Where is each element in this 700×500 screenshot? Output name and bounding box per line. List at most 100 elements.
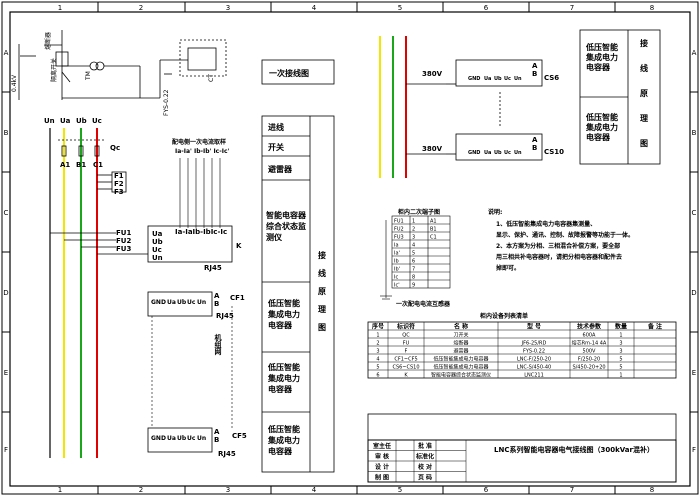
cs6-b: B bbox=[532, 70, 537, 78]
equip-cell-4-1: CS6~CS10 bbox=[392, 365, 419, 371]
right-top-side-char-1: 线 bbox=[640, 63, 648, 73]
mid-row-capacitor-1-line-0: 低压智能 bbox=[267, 298, 300, 308]
monitor-k-label: K bbox=[236, 242, 242, 250]
equip-cell-2-1: F bbox=[405, 349, 408, 355]
cs6-terminal-uc: Uc bbox=[504, 76, 511, 82]
cf5-terminal-ub: Ub bbox=[177, 435, 187, 442]
equip-cell-0-4: 600A bbox=[583, 333, 597, 339]
mid-row-capacitor-3-line-0: 低压智能 bbox=[267, 424, 300, 434]
equip-header-3: 型 号 bbox=[527, 323, 541, 331]
mid-side-char-3: 理 bbox=[318, 305, 326, 314]
equip-cell-1-4: 熔芯Rm-14 4A bbox=[572, 340, 607, 347]
cf5-terminal-ua: Ua bbox=[167, 435, 176, 442]
disconnector-label: 隔离开关 bbox=[50, 58, 58, 82]
right-top-side-char-3: 理 bbox=[640, 114, 648, 123]
equip-cell-2-2: 避雷器 bbox=[453, 348, 468, 355]
terminal-cell-5-0: Ib bbox=[394, 259, 399, 265]
capacitor-cf1: GND Ua Ub Uc Un A B CF1 RJ45 bbox=[147, 291, 245, 320]
cf1-terminal-ua: Ua bbox=[167, 299, 176, 306]
title-block-cell-0-0: 室主任 bbox=[373, 442, 391, 450]
switch-qc bbox=[50, 139, 148, 255]
ct-note-title: 配电侧一次电流取样 bbox=[172, 138, 226, 146]
frame-col-5: 5 bbox=[398, 4, 402, 12]
voltage-label: 0.4kV bbox=[11, 74, 18, 92]
terminal-cell-7-1: 8 bbox=[412, 275, 415, 281]
monitor-input-ub: Ub bbox=[152, 238, 163, 246]
equip-cell-4-2: 低压智能集成电力电容器 bbox=[433, 364, 488, 371]
terminal-cell-6-0: Ib' bbox=[394, 267, 400, 273]
cs6-terminal-ub: Ub bbox=[494, 76, 502, 82]
three-phase-bus bbox=[49, 128, 98, 458]
drawing-title: LNC系列智能电容器电气接线图（300kVar混补） bbox=[494, 445, 654, 454]
equip-header-6: 备 注 bbox=[647, 323, 662, 331]
mid-row-monitor-line-2: 测仪 bbox=[266, 232, 283, 242]
terminal-cell-4-0: Ia' bbox=[394, 251, 400, 257]
frame-row-a-right: A bbox=[692, 49, 697, 57]
note-line-4: 掉即可。 bbox=[496, 264, 520, 272]
frame-col-1-bottom: 1 bbox=[58, 486, 62, 494]
mid-row-capacitor-1-line-2: 电容器 bbox=[268, 320, 293, 330]
frame-row-d: D bbox=[3, 289, 8, 297]
cf5-terminal-uc: Uc bbox=[187, 435, 196, 442]
equip-header-0: 序号 bbox=[371, 323, 384, 331]
equip-header-5: 数量 bbox=[615, 323, 627, 331]
frame-col-3: 3 bbox=[226, 4, 230, 12]
equip-cell-2-4: 500V bbox=[583, 349, 597, 355]
mid-row-capacitor-2-line-2: 电容器 bbox=[268, 384, 293, 394]
terminal-table-title: 柜内二次端子图 bbox=[397, 208, 440, 216]
frame-row-f-right: F bbox=[692, 446, 696, 454]
frame-col-7: 7 bbox=[570, 4, 574, 12]
cs6-v380: 380V bbox=[422, 70, 443, 78]
frame-col-4: 4 bbox=[312, 4, 317, 12]
monitor-input-un: Un bbox=[152, 254, 163, 262]
note-line-2: 2、本方案为分相、三相混合补偿方案，要全部 bbox=[496, 242, 620, 250]
network-label: 机组网 bbox=[214, 333, 222, 356]
mid-row-monitor-line-0: 智能电容器 bbox=[266, 210, 307, 220]
equip-cell-0-5: 1 bbox=[619, 333, 622, 339]
equip-cell-3-1: CF1~CF5 bbox=[394, 357, 417, 363]
terminal-cell-2-1: 3 bbox=[412, 235, 415, 241]
terminal-cell-1-1: 2 bbox=[412, 227, 415, 233]
cs10-a: A bbox=[532, 136, 538, 144]
right-top-capacitor-1-line-1: 集成电力 bbox=[585, 52, 618, 62]
frame-col-5-bottom: 5 bbox=[398, 486, 402, 494]
frame-row-b-right: B bbox=[692, 129, 697, 137]
equip-cell-5-2: 智能电容器综合状态监测仪 bbox=[431, 372, 491, 379]
terminal-cell-0-2: A1 bbox=[430, 219, 437, 225]
cs10-terminal-un: Un bbox=[514, 150, 522, 156]
equip-cell-1-0: 2 bbox=[376, 341, 379, 347]
cf1-terminal-gnd: GND bbox=[151, 299, 166, 306]
equip-cell-2-3: FYS-0.22 bbox=[523, 349, 545, 355]
mid-side-char-1: 线 bbox=[318, 268, 326, 278]
cf1-terminal-uc: Uc bbox=[187, 299, 196, 306]
fuse-label: 熔断器 bbox=[44, 32, 52, 50]
ct-note-signals: Ia-Ia' Ib-Ib' Ic-Ic' bbox=[175, 148, 230, 155]
equip-cell-4-3: LNC-S/450-40 bbox=[517, 365, 551, 371]
ct-label: CT bbox=[208, 74, 215, 82]
terminal-cell-1-0: FU2 bbox=[394, 227, 404, 233]
capacitor-cf5: GND Ua Ub Uc Un A B CF5 RJ45 bbox=[147, 427, 247, 458]
fu2-label: FU2 bbox=[116, 237, 131, 245]
mid-row-switch: 开关 bbox=[268, 142, 284, 152]
cf5-rj45: RJ45 bbox=[218, 450, 236, 458]
cs10-terminal-uc: Uc bbox=[504, 150, 511, 156]
cf1-rj45: RJ45 bbox=[216, 312, 234, 320]
equip-cell-4-4: S/450-20+20 bbox=[572, 365, 605, 371]
frame-row-c-right: C bbox=[692, 209, 697, 217]
mid-row-capacitor-2-line-0: 低压智能 bbox=[267, 362, 300, 372]
mid-side-char-4: 图 bbox=[318, 323, 326, 332]
frame-row-f: F bbox=[4, 446, 8, 454]
equip-cell-0-1: QC bbox=[402, 333, 410, 339]
mid-row-incoming: 进线 bbox=[268, 122, 284, 132]
frame-col-6: 6 bbox=[484, 4, 489, 12]
right-top-capacitor-2-line-0: 低压智能 bbox=[585, 112, 618, 122]
note-line-0: 1、低压智能集成电力电容器集测量、 bbox=[496, 220, 596, 228]
equip-cell-4-5: 5 bbox=[619, 365, 622, 371]
monitor-rj45-label: RJ45 bbox=[204, 264, 222, 272]
monitor-ct-inputs: Ia-IaIb-IbIc-Ic bbox=[175, 228, 227, 236]
title-block-cell-0-2: 批 准 bbox=[418, 442, 432, 450]
fu3-label: FU3 bbox=[116, 245, 131, 253]
